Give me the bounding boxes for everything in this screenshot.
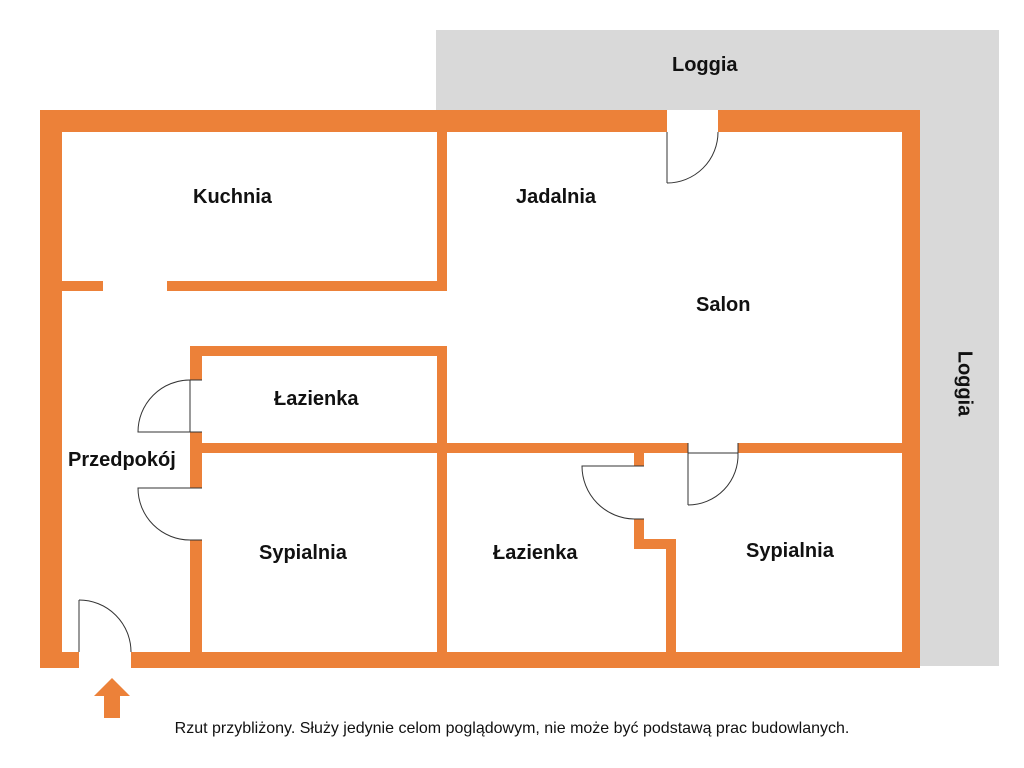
room-label-dining: Jadalnia bbox=[516, 186, 597, 208]
wall-bathroom1-right bbox=[437, 346, 447, 652]
door-gap-loggia bbox=[667, 110, 718, 132]
wall-hall-right-lower bbox=[190, 540, 202, 652]
wall-bathroom2-right-bottom bbox=[666, 539, 676, 652]
wall-kitchen-bottom-right bbox=[167, 281, 447, 291]
wall-bathroom2-right-lower bbox=[634, 519, 644, 549]
door-gap-entrance bbox=[79, 652, 131, 668]
wall-kitchen-right bbox=[437, 130, 447, 290]
door-bedroom-1[interactable] bbox=[137, 487, 202, 541]
wall-bathroom2-step bbox=[634, 539, 676, 549]
loggia-right-area bbox=[918, 30, 999, 666]
room-label-bathroom-2: Łazienka bbox=[493, 542, 578, 564]
room-label-hallway: Przedpokój bbox=[68, 449, 176, 471]
loggia-label-right: Loggia bbox=[953, 350, 976, 417]
wall-bathroom1-top bbox=[190, 346, 447, 356]
room-label-bathroom-1: Łazienka bbox=[274, 388, 359, 410]
wall-middle-horizontal-mid bbox=[634, 443, 688, 453]
door-bathroom-1[interactable] bbox=[137, 379, 202, 433]
disclaimer-text: Rzut przybliżony. Służy jedynie celom po… bbox=[174, 720, 850, 737]
outer-wall-right bbox=[902, 110, 920, 668]
wall-bathroom2-right-upper bbox=[634, 452, 644, 466]
wall-middle-horizontal-left bbox=[190, 443, 637, 453]
room-label-bedroom-2: Sypialnia bbox=[746, 540, 834, 562]
loggia-top-area bbox=[436, 30, 999, 110]
loggia-label-top: Loggia bbox=[672, 54, 738, 76]
room-label-kitchen: Kuchnia bbox=[193, 186, 272, 208]
outer-wall-bottom bbox=[40, 652, 920, 668]
up-arrow-icon bbox=[94, 678, 130, 718]
door-bedroom-2[interactable] bbox=[687, 443, 739, 506]
door-entrance[interactable] bbox=[78, 599, 132, 653]
wall-middle-horizontal-right bbox=[738, 443, 904, 453]
door-loggia[interactable] bbox=[666, 131, 719, 184]
room-label-bedroom-1: Sypialnia bbox=[259, 542, 347, 564]
door-bathroom-2[interactable] bbox=[581, 465, 644, 520]
wall-hall-right-upper bbox=[190, 346, 202, 380]
outer-wall-left bbox=[40, 110, 62, 668]
wall-kitchen-bottom-left bbox=[60, 281, 103, 291]
room-label-living: Salon bbox=[696, 294, 751, 316]
